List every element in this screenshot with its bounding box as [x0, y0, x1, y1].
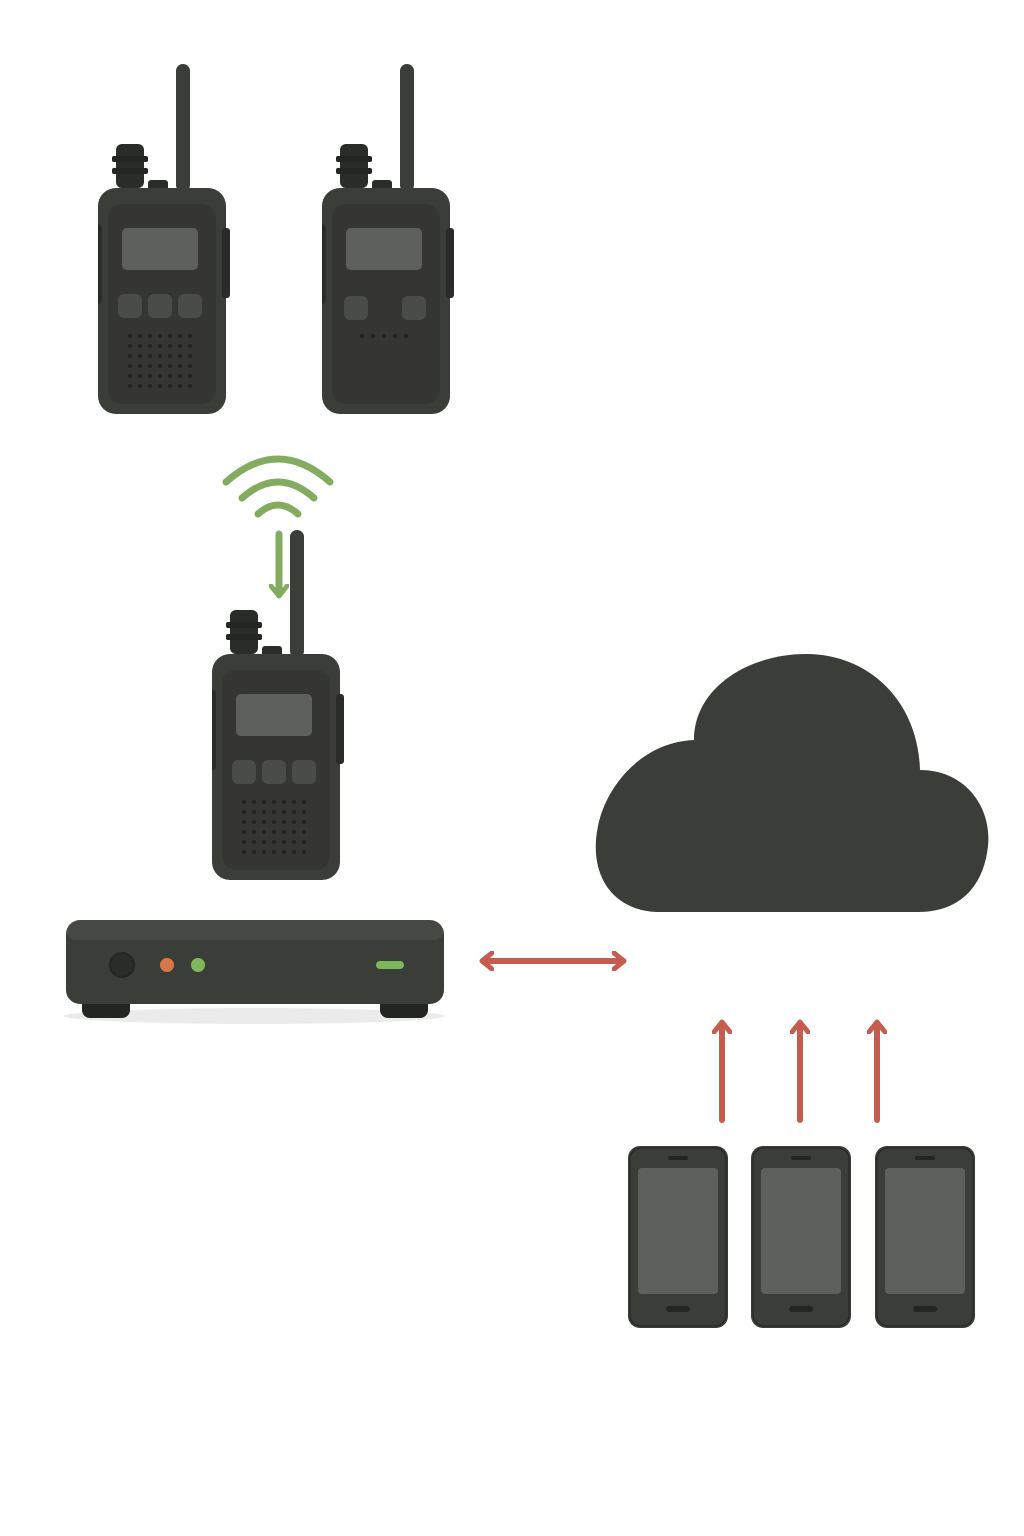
- gateway-box-icon: [64, 920, 444, 1024]
- smartphone-icon: [628, 1146, 728, 1328]
- status-bar-led-icon: [376, 961, 404, 969]
- walkie-talkie-icon: [98, 64, 230, 414]
- wifi-signal-icon: [222, 455, 334, 518]
- status-led-green-icon: [191, 958, 205, 972]
- cloud-icon: [595, 654, 989, 912]
- status-led-orange-icon: [160, 958, 174, 972]
- smartphone-icon: [875, 1146, 975, 1328]
- smartphone-icon: [751, 1146, 851, 1328]
- walkie-talkie-icon: [322, 64, 454, 414]
